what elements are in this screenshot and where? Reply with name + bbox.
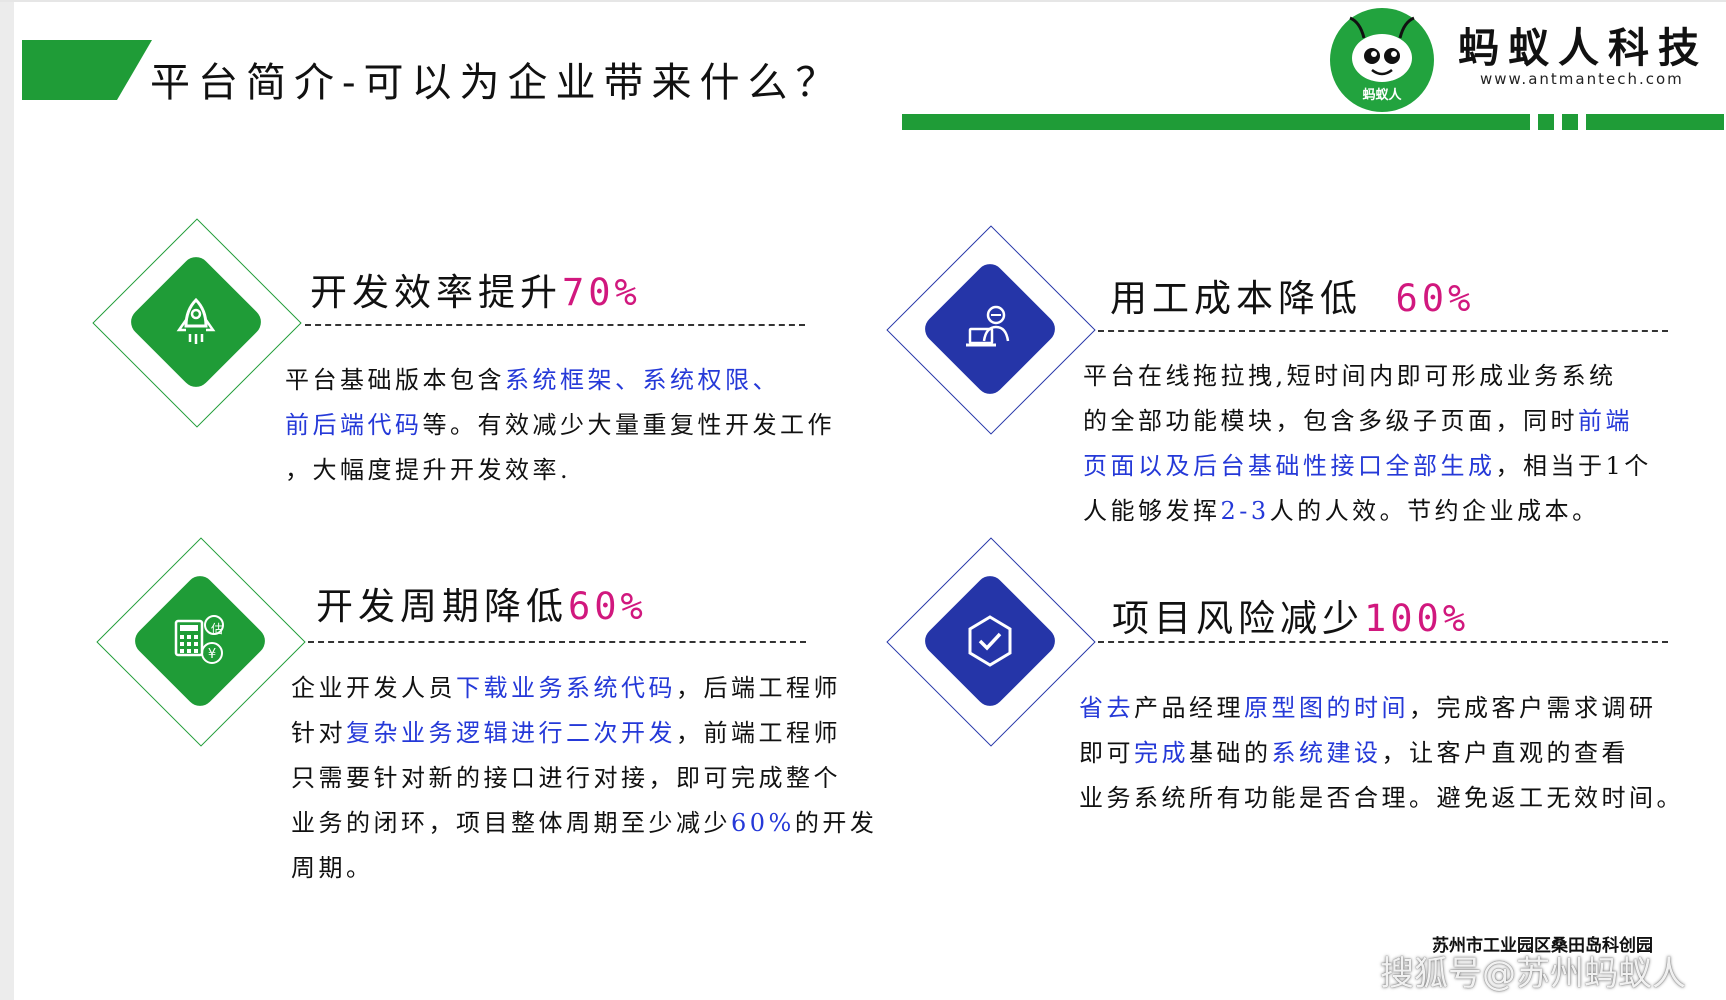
dashed-divider <box>308 641 806 643</box>
page-title: 平台简介-可以为企业带来什么？ <box>150 60 844 106</box>
text-segment: 的全部功能模块，包含多级子页面，同时 <box>1083 407 1578 435</box>
header-divider-gap <box>1578 112 1586 132</box>
text-highlight: 完成 <box>1134 739 1189 767</box>
text-highlight: 下载业务系统代码 <box>456 674 676 702</box>
text-segment: ，相当于1个 <box>1495 452 1652 480</box>
text-segment: 基础的 <box>1189 739 1272 767</box>
text-segment: 企业开发人员 <box>291 674 456 702</box>
card-heading: 用工成本降低 60% <box>1110 268 1474 322</box>
text-highlight: 复杂业务逻辑进行二次开发 <box>346 719 676 747</box>
text-segment: 针对 <box>291 719 346 747</box>
card-description: 企业开发人员下载业务系统代码，后端工程师 针对复杂业务逻辑进行二次开发，前端工程… <box>291 666 931 891</box>
card-heading-text: 用工成本降低 <box>1110 277 1362 320</box>
text-highlight: 省去 <box>1079 694 1134 722</box>
text-segment: 产品经理 <box>1134 694 1244 722</box>
developer-laptop-icon <box>966 305 1010 347</box>
text-segment: 只需要针对新的接口进行对接，即可完成整个 <box>291 764 841 792</box>
watermark: 搜狐号@苏州蚂蚁人 <box>1380 954 1686 994</box>
text-segment: 的开发 <box>794 809 878 837</box>
card-heading-text: 开发效率提升 <box>310 271 562 314</box>
icon-label: 估 <box>210 622 223 636</box>
text-segment: 业务系统所有功能是否合理。避免返工无效时间。 <box>1079 784 1684 812</box>
card-heading-text: 项目风险减少 <box>1112 597 1364 640</box>
calculator-estimate-icon: ¥ <box>174 615 224 664</box>
text-segment: 平台在线拖拉拽,短时间内即可形成业务系统 <box>1083 362 1617 390</box>
card-percent: 100% <box>1364 597 1470 640</box>
text-segment: 人的人效。节约企业成本。 <box>1269 497 1600 525</box>
text-segment: ，大幅度提升开发效率. <box>285 456 572 484</box>
header-divider-gap <box>1530 112 1538 132</box>
title-accent-bar <box>22 40 152 100</box>
logo-label: 蚂蚁人 <box>1362 88 1402 103</box>
text-highlight: 系统框架、系统权限、 <box>505 366 780 394</box>
page-top-line <box>0 0 1726 2</box>
text-segment: 等。有效减少大量重复性开发工作 <box>422 411 835 439</box>
text-highlight: 60% <box>731 809 795 837</box>
card-heading: 开发周期降低60% <box>316 576 647 630</box>
card-heading-text: 开发周期降低 <box>316 585 568 628</box>
text-highlight: 系统建设 <box>1271 739 1382 767</box>
card-description: 平台基础版本包含系统框架、系统权限、 前后端代码等。有效减少大量重复性开发工作 … <box>285 358 905 493</box>
card-heading: 开发效率提升70% <box>310 262 641 316</box>
dashed-divider <box>1098 330 1668 332</box>
dashed-divider <box>305 324 805 326</box>
brand-url: www.antmantech.com <box>1480 70 1684 88</box>
text-segment: 人能够发挥 <box>1083 497 1221 525</box>
card-percent: 60% <box>568 585 647 628</box>
text-segment: 业务的闭环，项目整体周期至少减少 <box>291 809 731 837</box>
card-description: 平台在线拖拉拽,短时间内即可形成业务系统 的全部功能模块，包含多级子页面，同时前… <box>1083 354 1723 534</box>
text-segment: 平台基础版本包含 <box>285 366 505 394</box>
brand-name: 蚂蚁人科技 <box>1458 24 1708 72</box>
footer-address: 苏州市工业园区桑田岛科创园 <box>1432 936 1653 956</box>
text-segment: 即可 <box>1079 739 1134 767</box>
text-segment: ，后端工程师 <box>676 674 841 702</box>
card-percent: 60% <box>1395 277 1475 320</box>
text-highlight: 前端 <box>1578 407 1633 435</box>
page-side-strip <box>0 0 14 1000</box>
brand-logo: 蚂蚁人 <box>1330 8 1434 112</box>
card-percent: 70% <box>562 271 641 314</box>
text-highlight: 2-3 <box>1220 497 1270 525</box>
text-highlight: 页面以及后台基础性接口全部生成 <box>1083 452 1496 480</box>
text-segment: ，完成客户需求调研 <box>1409 694 1657 722</box>
text-highlight: 原型图的时间 <box>1244 694 1409 722</box>
svg-text:¥: ¥ <box>208 647 216 662</box>
text-segment: ，让客户直观的查看 <box>1381 739 1629 767</box>
card-description: 省去产品经理原型图的时间，完成客户需求调研 即可完成基础的系统建设，让客户直观的… <box>1079 686 1724 821</box>
check-shield-icon <box>968 615 1012 667</box>
header-divider-gap <box>1554 112 1562 132</box>
ant-mascot-icon <box>1349 16 1415 82</box>
header-divider <box>902 114 1724 130</box>
dashed-divider <box>1098 641 1668 643</box>
text-segment: 周期。 <box>291 854 374 882</box>
card-heading: 项目风险减少100% <box>1112 588 1469 642</box>
text-highlight: 前后端代码 <box>285 411 423 439</box>
text-segment: ，前端工程师 <box>676 719 841 747</box>
rocket-icon <box>176 297 216 344</box>
